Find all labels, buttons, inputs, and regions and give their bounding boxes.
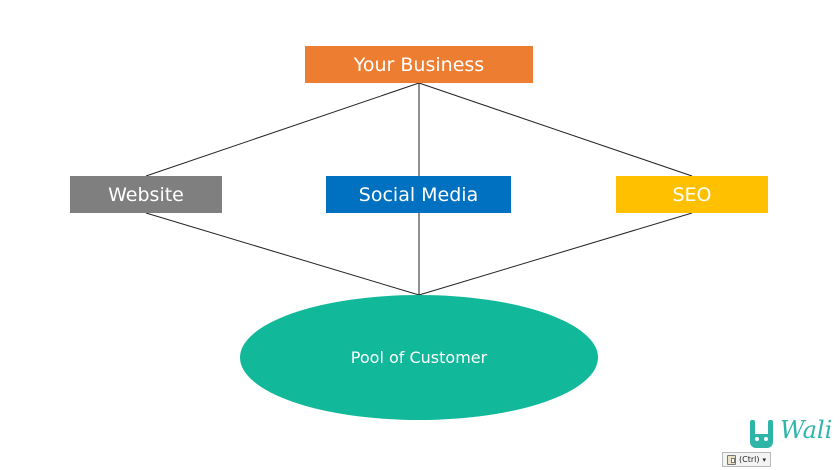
wali-logo-text: Wali <box>780 416 833 444</box>
wali-logo-icon <box>750 420 773 448</box>
node-social-media: Social Media <box>326 176 511 213</box>
pool-of-customer-label: Pool of Customer <box>350 348 488 367</box>
chevron-down-icon: ▾ <box>762 455 766 464</box>
node-seo: SEO <box>616 176 768 213</box>
clipboard-icon <box>727 454 736 465</box>
paste-options-button[interactable]: (Ctrl) ▾ <box>722 452 771 467</box>
line-business-seo <box>418 82 693 177</box>
line-business-website <box>145 82 420 177</box>
line-seo-pool <box>418 212 693 296</box>
node-website: Website <box>70 176 222 213</box>
node-your-business: Your Business <box>305 46 533 83</box>
paste-options-label: (Ctrl) <box>739 455 760 464</box>
node-your-business-label: Your Business <box>353 53 485 76</box>
line-website-pool <box>145 212 420 296</box>
node-seo-label: SEO <box>672 183 712 206</box>
pool-of-customer-ellipse: Pool of Customer <box>240 295 598 420</box>
node-social-media-label: Social Media <box>358 183 479 206</box>
node-website-label: Website <box>108 183 184 206</box>
